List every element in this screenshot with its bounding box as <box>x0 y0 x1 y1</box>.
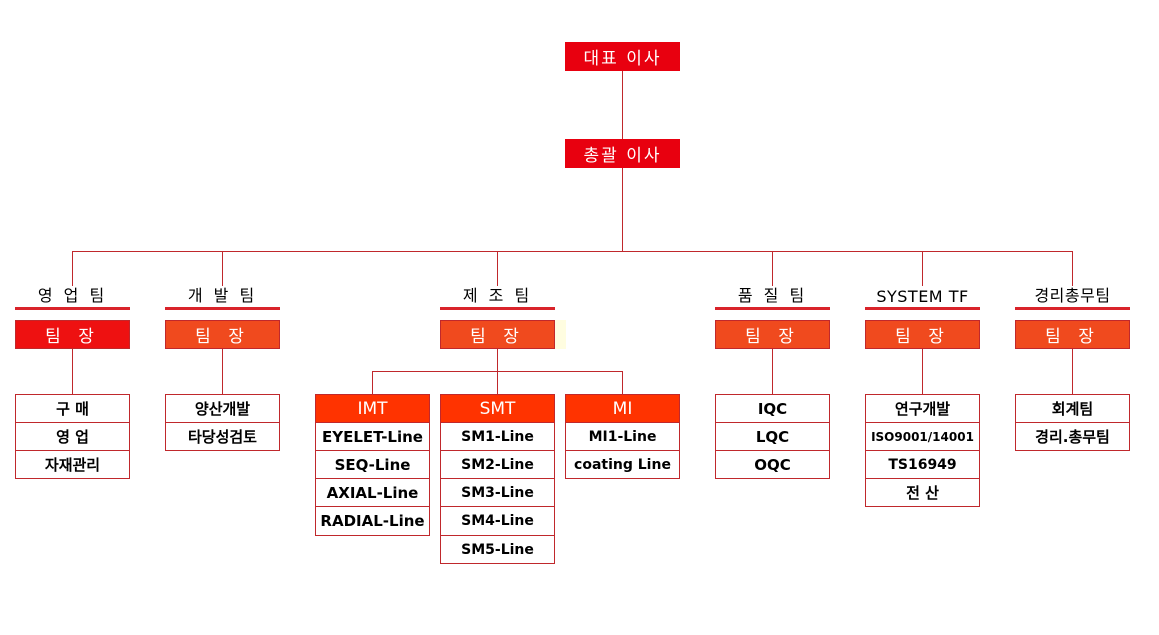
drop-quality <box>772 251 773 286</box>
list-item-quality-1: LQC <box>715 423 830 451</box>
list-item-smt-1: SM2-Line <box>440 451 555 479</box>
line-header-smt: SMT <box>440 394 555 423</box>
list-item-smt-3: SM4-Line <box>440 507 555 536</box>
list-item-sales-2: 자재관리 <box>15 451 130 479</box>
team-title-systemtf: SYSTEM TF <box>876 287 969 306</box>
list-item-imt-0: EYELET-Line <box>315 423 430 451</box>
leader-sales: 팀 장 <box>15 320 130 349</box>
list-item-systemtf-1: ISO9001/14001 <box>865 423 980 451</box>
list-item-imt-3: RADIAL-Line <box>315 507 430 536</box>
list-item-sales-0: 구 매 <box>15 394 130 423</box>
list-item-sales-1: 영 업 <box>15 423 130 451</box>
team-underline-accounting <box>1015 307 1130 310</box>
team-title-quality: 품 질 팀 <box>737 286 808 305</box>
team-underline-systemtf <box>865 307 980 310</box>
team-underline-dev <box>165 307 280 310</box>
drop-accounting <box>1072 251 1073 286</box>
list-item-accounting-0: 회계팀 <box>1015 394 1130 423</box>
team-title-mfg: 제 조 팀 <box>462 286 533 305</box>
connector-accounting-list <box>1072 348 1073 395</box>
drop-mi <box>622 371 623 395</box>
list-item-systemtf-3: 전 산 <box>865 479 980 507</box>
drop-sales <box>72 251 73 286</box>
list-item-systemtf-2: TS16949 <box>865 451 980 479</box>
line-header-imt: IMT <box>315 394 430 423</box>
team-title-dev: 개 발 팀 <box>187 286 258 305</box>
drop-imt <box>372 371 373 395</box>
line-header-mi: MI <box>565 394 680 423</box>
team-bus <box>72 251 1073 252</box>
drop-mfg <box>497 251 498 286</box>
connector-ceo-coo <box>622 70 623 140</box>
connector-coo-bus <box>622 168 623 251</box>
list-item-imt-1: SEQ-Line <box>315 451 430 479</box>
team-underline-mfg <box>440 307 555 310</box>
team-underline-quality <box>715 307 830 310</box>
list-item-systemtf-0: 연구개발 <box>865 394 980 423</box>
drop-systemtf <box>922 251 923 286</box>
list-item-quality-2: OQC <box>715 451 830 479</box>
list-item-smt-2: SM3-Line <box>440 479 555 507</box>
leader-accounting: 팀 장 <box>1015 320 1130 349</box>
coo-box: 총괄 이사 <box>565 139 680 168</box>
list-item-mi-0: MI1-Line <box>565 423 680 451</box>
connector-sales-list <box>72 348 73 395</box>
list-item-quality-0: IQC <box>715 394 830 423</box>
drop-dev <box>222 251 223 286</box>
team-underline-sales <box>15 307 130 310</box>
list-item-mi-1: coating Line <box>565 451 680 479</box>
connector-quality-list <box>772 348 773 395</box>
list-item-smt-0: SM1-Line <box>440 423 555 451</box>
drop-smt <box>497 371 498 395</box>
list-item-smt-4: SM5-Line <box>440 536 555 564</box>
leader-quality: 팀 장 <box>715 320 830 349</box>
connector-systemtf-list <box>922 348 923 395</box>
leader-systemtf: 팀 장 <box>865 320 980 349</box>
team-title-sales: 영 업 팀 <box>37 286 108 305</box>
list-item-imt-2: AXIAL-Line <box>315 479 430 507</box>
list-item-dev-1: 타당성검토 <box>165 423 280 451</box>
list-item-dev-0: 양산개발 <box>165 394 280 423</box>
list-item-accounting-1: 경리.총무팀 <box>1015 423 1130 451</box>
connector-mfg-bus <box>497 348 498 371</box>
team-title-accounting: 경리총무팀 <box>1034 286 1111 305</box>
connector-dev-list <box>222 348 223 395</box>
leader-mfg-highlight <box>555 320 566 349</box>
ceo-box: 대표 이사 <box>565 42 680 71</box>
leader-mfg: 팀 장 <box>440 320 555 349</box>
leader-dev: 팀 장 <box>165 320 280 349</box>
